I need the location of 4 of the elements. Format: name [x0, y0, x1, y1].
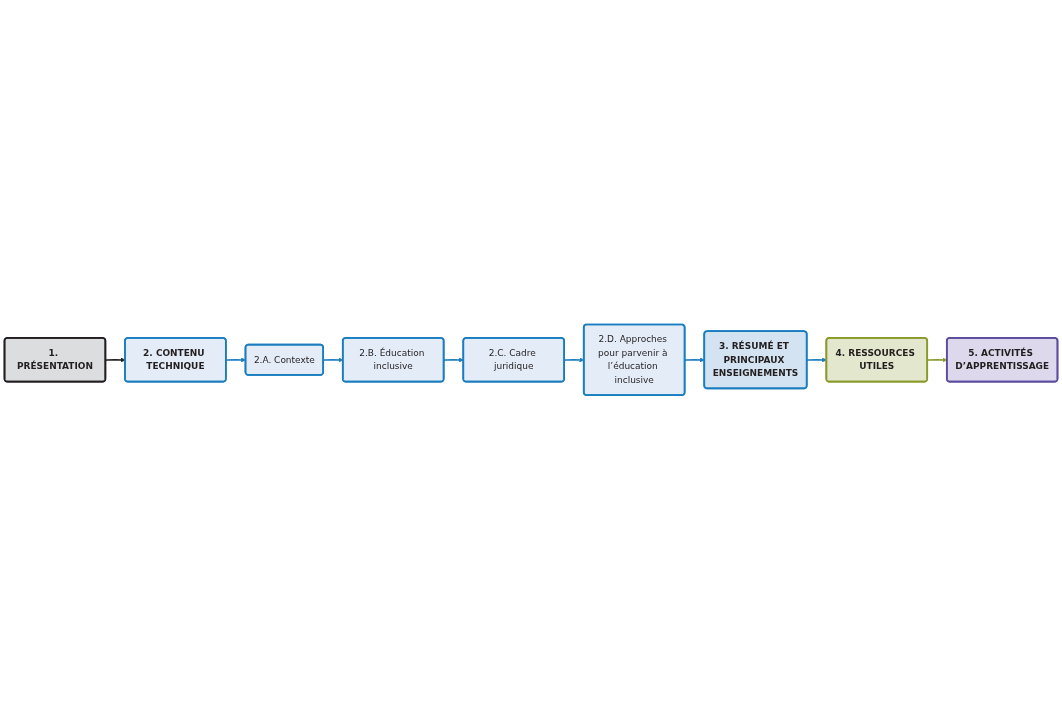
arrow — [806, 357, 827, 363]
arrow — [684, 357, 705, 363]
arrow — [443, 357, 464, 363]
arrow — [225, 357, 246, 363]
